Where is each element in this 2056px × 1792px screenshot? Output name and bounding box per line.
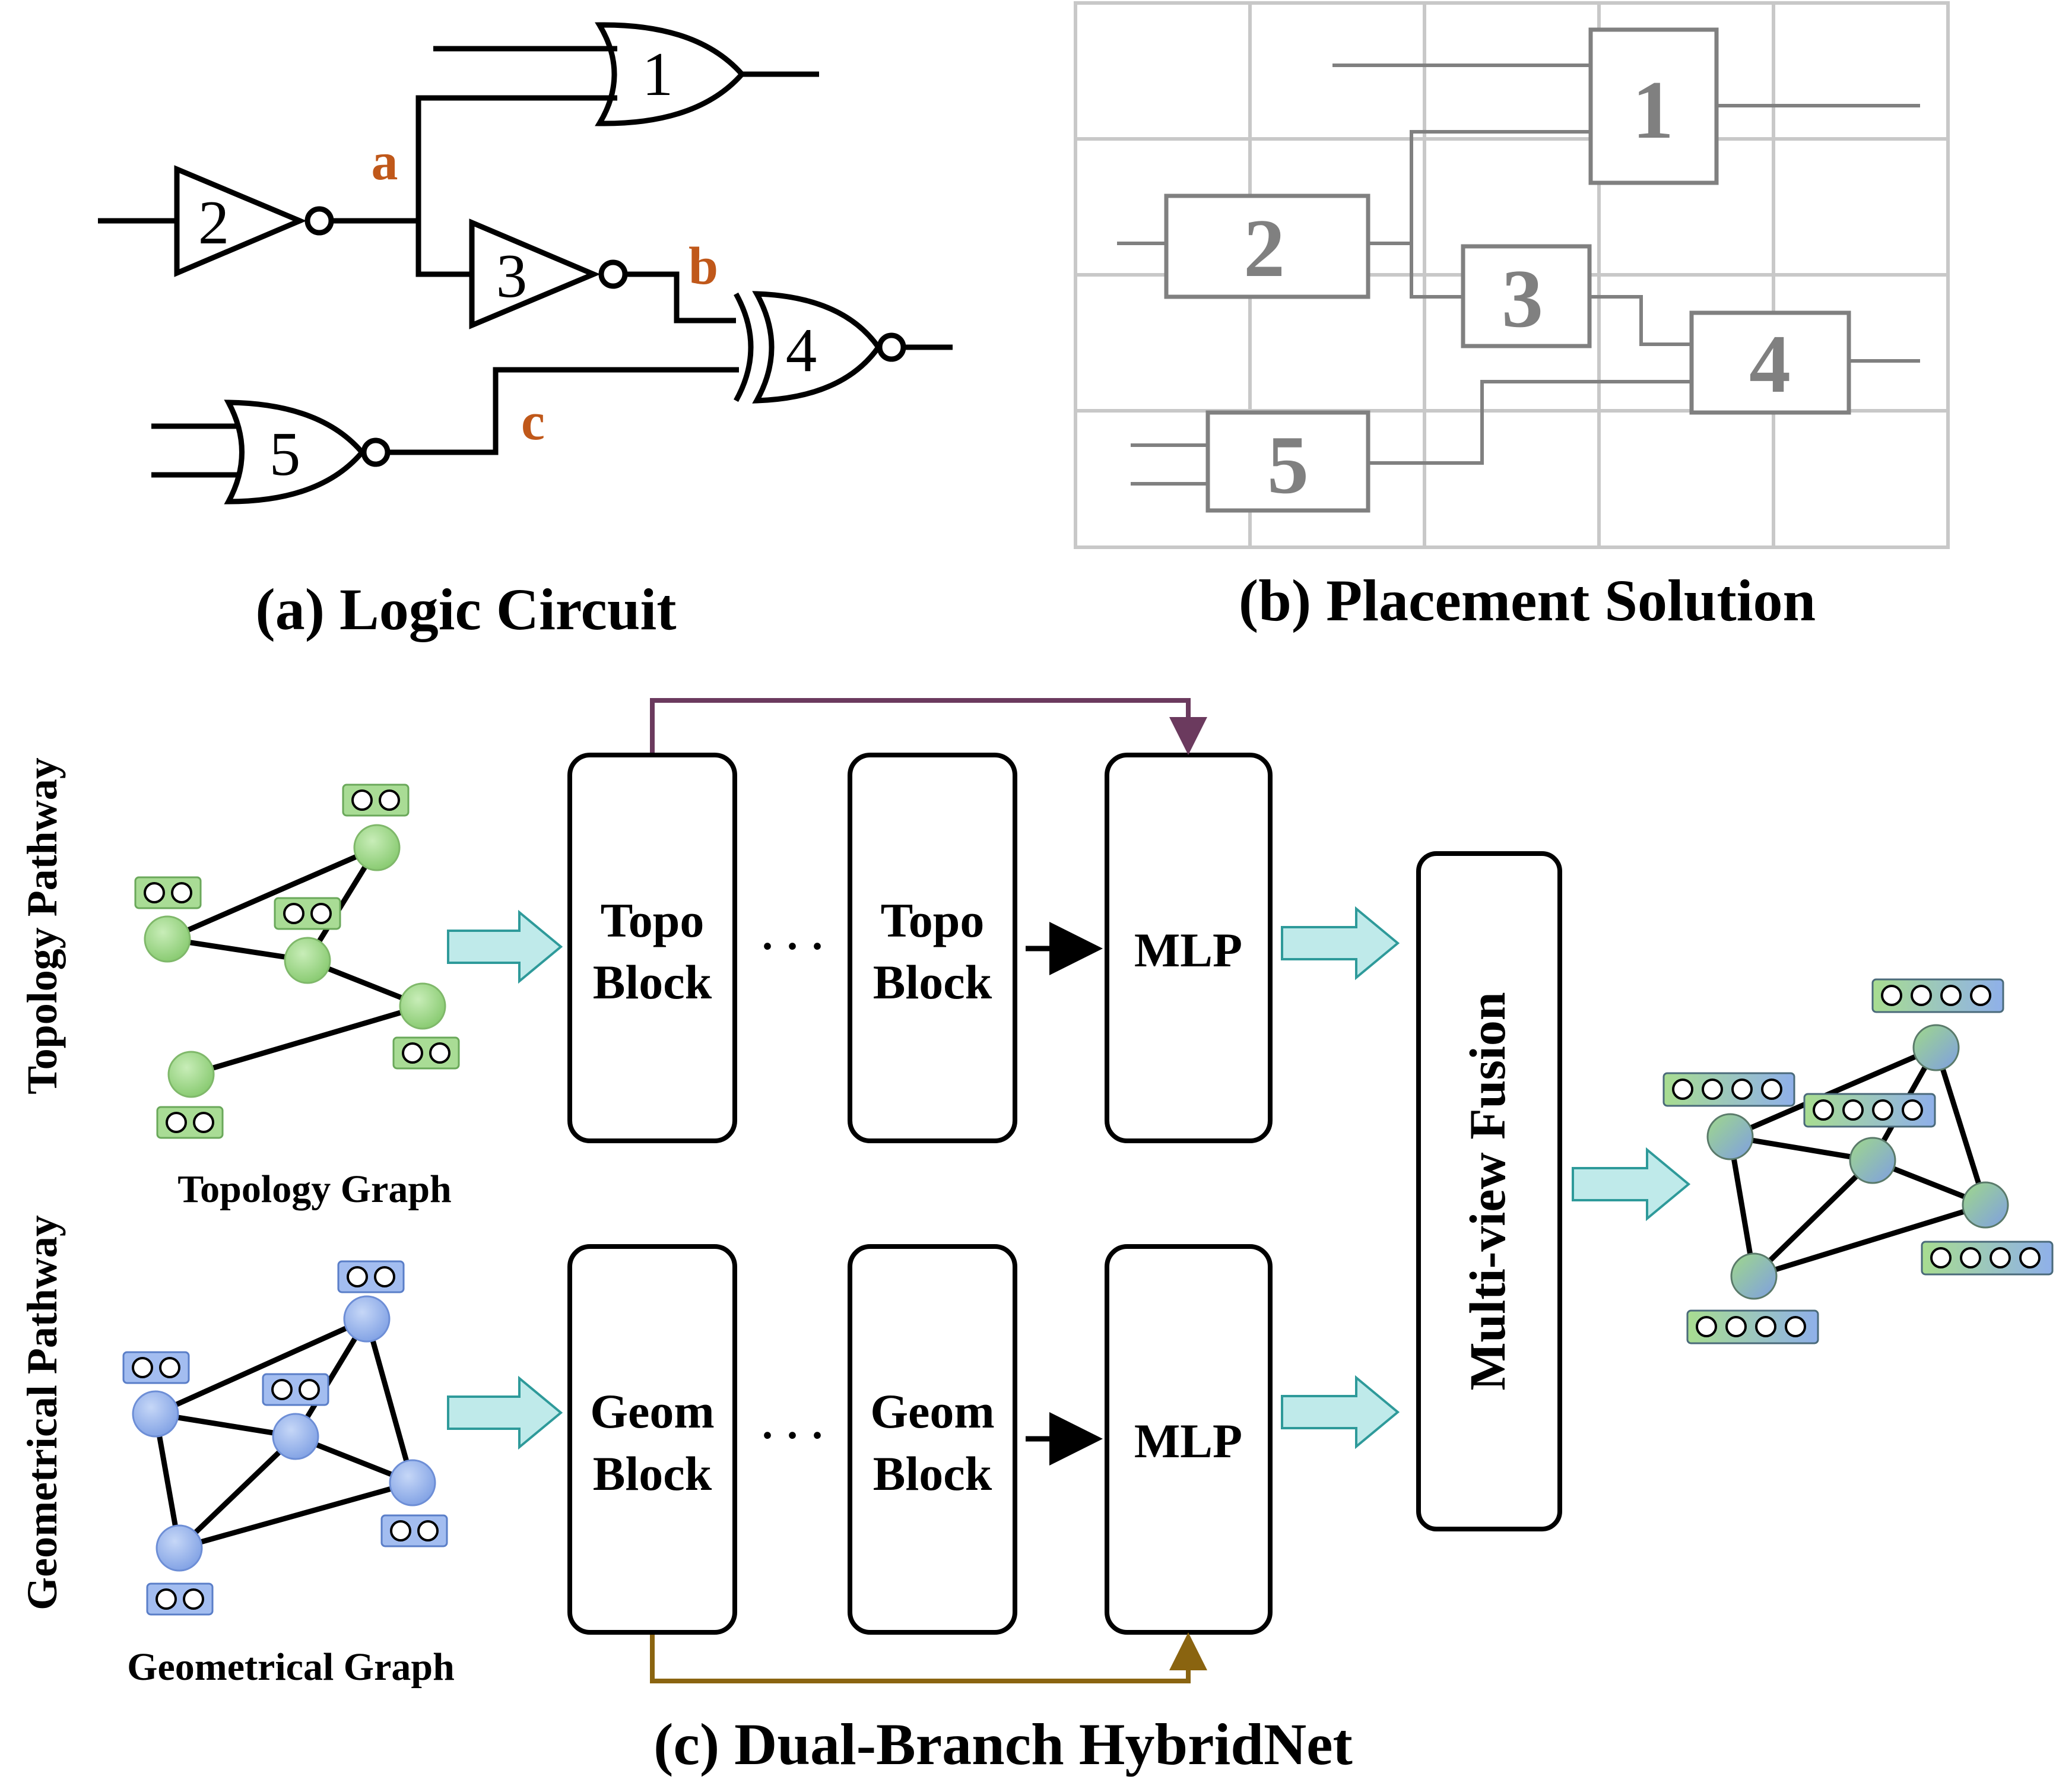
geom-node [389,1459,436,1506]
geom-node [156,1524,203,1572]
xnor-gate-4 [734,291,953,404]
fused-node [1730,1252,1778,1300]
geom-block-last-label-2: Block [873,1447,992,1501]
caption-a: (a) Logic Circuit [255,576,676,642]
not-gate-3 [415,218,736,329]
geom-skip-connection [650,1632,1207,1683]
cell-label-2: 2 [1243,202,1285,294]
logic-circuit [98,22,953,505]
geom-block-last-label-1: Geom [870,1384,994,1438]
topo-skip-connection [650,698,1207,755]
multi-view-fusion-label: Multi-view Fusion [1459,992,1516,1390]
placed-cell-4 [1689,310,1851,415]
fused-node [1849,1137,1896,1184]
topo-block-first [567,753,737,1143]
geom-block-first-label-2: Block [593,1447,712,1501]
placed-cell-5 [1205,410,1370,513]
fused-node [1962,1181,2009,1229]
placed-cell-3 [1461,244,1592,348]
topo-node [353,824,401,871]
logic-gate-numbers: 1 2 3 4 5 [198,39,817,489]
multi-view-fusion-block [1416,851,1562,1531]
geom-ellipsis: · · · [760,1412,824,1459]
geom-node [272,1413,319,1460]
geom-block-last [848,1244,1017,1635]
gate-label-4: 4 [786,315,817,385]
topo-node [144,915,191,963]
arrow-fusion-to-output [1572,1147,1691,1222]
geometry-block-text: Geom Block Geom Block MLP [590,1384,1242,1501]
arrow-topo-input [447,909,563,984]
topo-node [399,982,446,1030]
net-label-c: c [521,392,545,451]
geom-block-first [567,1244,737,1635]
net-label-a: a [372,132,398,191]
geometrical-graph-label: Geometrical Graph [127,1645,455,1689]
not-gate-2 [98,165,418,277]
topology-graph-label: Topology Graph [177,1168,452,1211]
topology-block-text: Topo Block Topo Block MLP [593,893,1242,1009]
topology-blocks [567,753,1273,1143]
net-labels: a b c [372,132,719,451]
geom-block-first-label-1: Geom [590,1384,714,1438]
placed-cell-2 [1164,194,1370,299]
geom-node [343,1295,391,1343]
topology-pathway-label: Topology Pathway [18,757,66,1094]
geometry-blocks [567,1244,1273,1635]
gate-label-1: 1 [642,39,674,109]
caption-c: (c) Dual-Branch HybridNet [653,1711,1353,1777]
placement-cell-numbers: 1 2 3 4 5 [1243,64,1791,511]
topo-block-first-label-1: Topo [601,893,705,947]
placement-cells [1164,27,1851,513]
arrow-geom-input [447,1375,563,1450]
topo-ellipsis: · · · [760,922,824,970]
topo-mlp-label: MLP [1134,923,1242,977]
caption-b: (b) Placement Solution [1239,567,1816,633]
topo-node [167,1051,215,1098]
geometrical-graph [122,1260,448,1616]
cell-label-1: 1 [1632,64,1674,156]
arrow-topo-to-fusion [1281,906,1400,981]
topo-block-last-label-1: Topo [881,893,985,947]
fused-output-graph [1662,978,2054,1344]
cell-label-5: 5 [1267,419,1309,511]
geometrical-pathway-label: Geometrical Pathway [18,1215,66,1610]
cell-label-3: 3 [1502,253,1543,345]
topo-node [284,937,331,984]
gate-label-5: 5 [269,419,301,489]
topo-block-last [848,753,1017,1143]
topo-feature-vectors [134,784,460,1139]
fused-feature-vectors [1662,978,2054,1344]
geom-feature-vectors [122,1260,448,1616]
topology-graph [134,784,460,1139]
placed-cell-1 [1588,27,1719,185]
nor-gate-5 [151,367,739,505]
net-label-b: b [688,237,718,296]
topo-block-first-label-2: Block [593,955,712,1009]
topo-block-last-label-2: Block [873,955,992,1009]
geom-mlp-label: MLP [1134,1414,1242,1468]
fused-node [1706,1113,1754,1160]
cell-label-4: 4 [1749,318,1791,410]
flow-arrows [447,906,1691,1450]
gate-label-3: 3 [496,241,528,310]
gate-label-2: 2 [198,188,230,257]
arrow-geom-to-fusion [1281,1375,1400,1450]
topo-mlp [1105,753,1273,1143]
or-gate-1 [415,22,819,223]
fused-node [1912,1024,1960,1071]
geom-node [132,1390,179,1438]
placement-wires [1117,64,1920,486]
